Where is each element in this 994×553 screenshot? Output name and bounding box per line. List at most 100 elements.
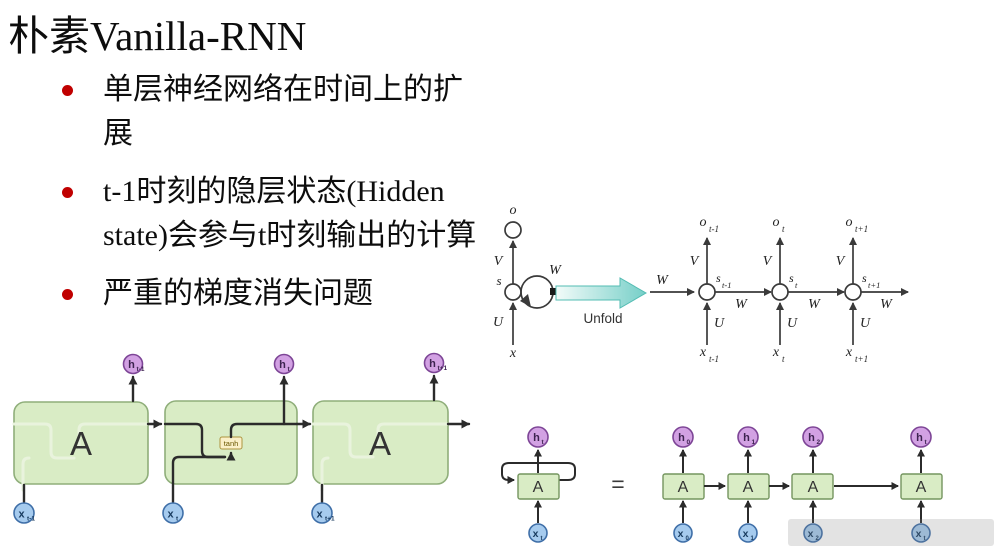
- x-sub: t+1: [325, 516, 335, 523]
- o-label: o: [700, 215, 707, 230]
- cell-box: [517, 473, 560, 500]
- x-sub: t: [176, 516, 179, 523]
- unfolded-unit: o t+1 V s t+1 U x t+1 W: [836, 215, 909, 364]
- x-sub: t: [782, 354, 785, 364]
- o-sub: t+1: [855, 224, 868, 234]
- cell-label: A: [70, 425, 92, 462]
- x-label: x: [18, 509, 25, 521]
- ghost-wire: [320, 456, 330, 492]
- weight-u-label: U: [493, 315, 504, 330]
- v-label: V: [690, 254, 700, 269]
- ghost-wire: [376, 422, 449, 450]
- s-label: s: [789, 271, 794, 285]
- x-sub: t-1: [709, 354, 719, 364]
- u-label: U: [860, 316, 871, 331]
- weight-v-label: V: [494, 254, 504, 269]
- rnn-cell: A h t+1 x t+1: [311, 352, 471, 524]
- unfolded-unit: o t V s t U x t W: [763, 215, 845, 364]
- v-label: V: [836, 254, 846, 269]
- x-label: x: [167, 509, 174, 521]
- x-label: x: [316, 509, 323, 521]
- unrolled-unit: A h t x t: [900, 426, 943, 543]
- state-node: [771, 283, 789, 301]
- unrolled-unit: A h 0 x 0: [662, 426, 726, 543]
- hidden-output-node: [527, 426, 549, 448]
- cell-box: [900, 473, 943, 500]
- equals-sign: =: [611, 471, 624, 497]
- x-label: x: [772, 345, 780, 360]
- bullet-text: 严重的梯度消失问题: [103, 277, 373, 310]
- w-in-label: W: [656, 273, 669, 288]
- s-label: s: [862, 271, 867, 285]
- o-sub: t: [782, 224, 785, 234]
- u-label: U: [714, 316, 725, 331]
- state-node: [844, 283, 862, 301]
- h-sub: 1: [752, 439, 756, 446]
- cell-label: A: [808, 479, 819, 496]
- h-label: h: [533, 432, 540, 444]
- h-sub: 0: [687, 439, 691, 446]
- unfolded-unit: o t-1 V s t-1 U x t-1 W: [690, 215, 772, 364]
- h-label: h: [128, 359, 135, 371]
- bullet-dot: [62, 85, 73, 96]
- unrolled-unit: A h 1 x 1: [727, 426, 790, 543]
- bullet-item: t-1时刻的隐层状态(Hidden state)会参与t时刻输出的计算: [60, 170, 490, 258]
- rnn-cell: tanh h t x t: [162, 353, 312, 524]
- cell-label: A: [369, 425, 391, 462]
- bullet-item: 严重的梯度消失问题: [60, 272, 490, 316]
- output-label: o: [510, 203, 517, 218]
- ghost-wire: [311, 422, 375, 459]
- hidden-output-node: [910, 426, 932, 448]
- h-label: h: [678, 432, 685, 444]
- input-label: x: [509, 346, 517, 361]
- x-sub: t: [541, 536, 543, 542]
- cell-label: A: [916, 479, 927, 496]
- x-label: x: [845, 345, 853, 360]
- bullet-text: 单层神经网络在时间上的扩展: [103, 73, 463, 150]
- state-label: s: [496, 273, 501, 288]
- output-node: [504, 221, 522, 239]
- bullet-item: 单层神经网络在时间上的扩展: [60, 68, 490, 156]
- bullet-dot: [62, 289, 73, 300]
- x-sub: 0: [686, 536, 690, 542]
- h-label: h: [279, 359, 286, 371]
- h-label: h: [916, 432, 923, 444]
- hidden-output-node: [802, 426, 824, 448]
- cell-label: A: [678, 479, 689, 496]
- rolled-unrolled-diagram: A h t x t = A h 0 x 0 A: [501, 426, 943, 543]
- bullet-list: 单层神经网络在时间上的扩展 t-1时刻的隐层状态(Hidden state)会参…: [60, 68, 490, 330]
- o-sub: t-1: [709, 224, 719, 234]
- x-sub: 1: [751, 536, 755, 542]
- h-sub: t+1: [438, 365, 448, 372]
- cell-box: [312, 400, 449, 485]
- bullet-text: t-1时刻的隐层状态(Hidden state)会参与t时刻输出的计算: [103, 175, 477, 252]
- w-label: W: [735, 297, 748, 312]
- x-sub: t: [924, 536, 926, 542]
- v-label: V: [763, 254, 773, 269]
- input-node: [803, 523, 823, 543]
- input-node: [162, 502, 184, 524]
- input-node: [911, 523, 931, 543]
- input-node: [13, 502, 35, 524]
- cell-label: A: [743, 479, 754, 496]
- ghost-wire: [21, 456, 31, 492]
- ghost-wire: [77, 422, 149, 450]
- h-label: h: [808, 432, 815, 444]
- rolled-unit: A h t x t: [501, 426, 576, 543]
- h-label: h: [743, 432, 750, 444]
- input-node: [738, 523, 758, 543]
- tanh-label: tanh: [224, 439, 239, 448]
- x-label: x: [808, 528, 814, 540]
- ghost-wire: [12, 422, 76, 460]
- rnn-chain-diagram: A h t-1 x t-1 tanh h t x t: [12, 352, 471, 524]
- h-sub: 2: [817, 439, 821, 446]
- input-node: [673, 523, 693, 543]
- w-label: W: [808, 297, 821, 312]
- x-label: x: [699, 345, 707, 360]
- x-label: x: [678, 528, 684, 540]
- rnn-cell: A h t-1 x t-1: [12, 353, 163, 524]
- x-sub: 2: [816, 536, 820, 542]
- h-sub: t-1: [137, 366, 145, 373]
- hidden-output-node: [737, 426, 759, 448]
- state-node: [698, 283, 716, 301]
